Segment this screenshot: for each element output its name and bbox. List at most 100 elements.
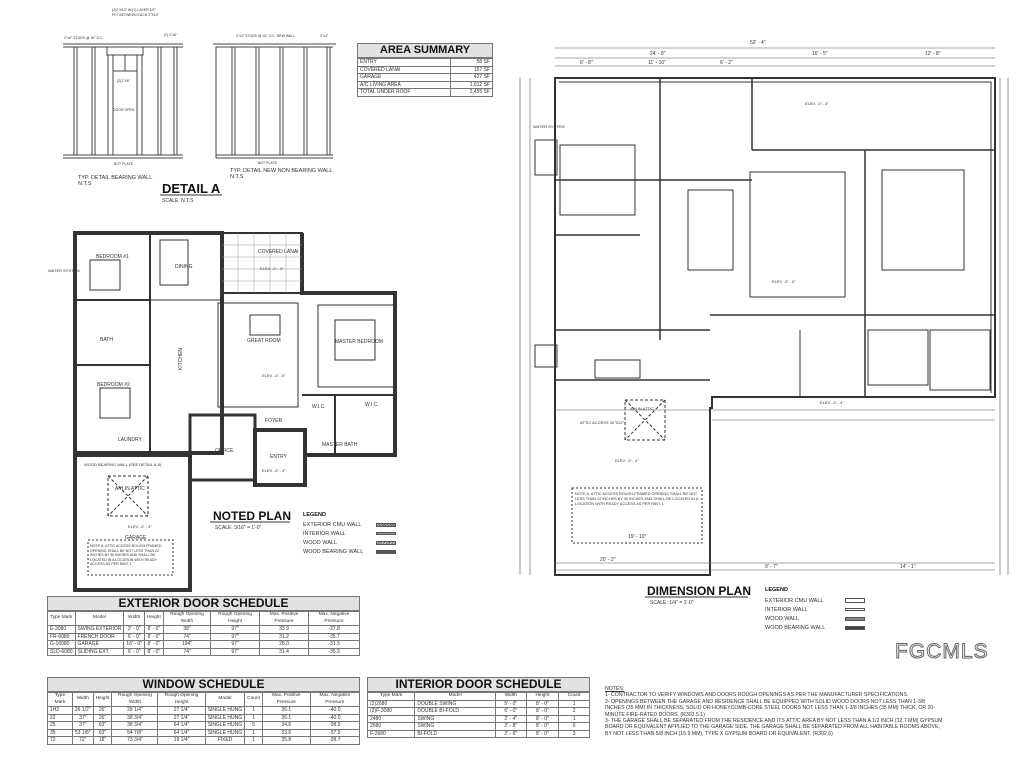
legend-label: INTERIOR WALL [303,530,346,537]
table-cell: 64 1/4" [157,728,206,737]
table-cell: 38 3/4" [111,713,159,722]
column-header: Rough Opening Height [210,611,260,626]
area-label: ENTRY [357,58,451,67]
table-cell: F-2680 [366,729,416,738]
column-header: Max. Positive Pressure [261,692,311,707]
table-cell: -31.5 [308,640,360,649]
table-cell: SWING [414,722,496,731]
lanai-tile-grid [222,233,302,293]
table-cell: 8' - 0" [143,647,164,656]
table-cell: 19 1/4" [157,736,206,745]
table-cell: 2 [558,707,590,716]
elev-label: ELEV. -0' - 0" [262,373,286,378]
area-value: 2,455 SF [449,88,494,97]
room-entry: ENTRY [270,454,288,460]
legend-label: EXTERIOR CMU WALL [303,521,362,528]
notes: NOTES: 1- CONTRACTOR TO VERIFY WINDOWS A… [605,686,945,737]
area-label: COVERED LANAI [357,65,451,74]
legend-title: LEGEND [765,587,788,593]
table-cell: 3' - 0" [123,625,145,634]
note-item: 3- THE GARAGE SHALL BE SEPARATED FROM TH… [605,718,943,737]
noted-plan-legend: LEGEND EXTERIOR CMU WALL INTERIOR WALL W… [303,512,396,556]
table-cell: (2)F-3080 [366,707,416,716]
table-cell: -39.7 [309,736,361,745]
elev-label: ELEV. -0' - 4" [128,524,152,529]
legend-item: EXTERIOR CMU WALL [303,520,396,529]
bot-plate-note: BOT PLATE [114,162,133,166]
legend-swatch [845,608,865,611]
room-ah: A/H IN ATTIC [115,486,145,492]
jack-note: (2)2"X6" [117,79,130,83]
table-cell: 2' - 4" [494,714,527,723]
room-great-room: GREAT ROOM [247,338,281,344]
detail-bearing-wall-drawing [63,43,183,159]
room-office: OFFICE [215,448,234,454]
table-cell: -40.0 [309,713,361,722]
studs-left-note: 2"x6" STUDS @ 16" O.C. [64,36,104,40]
dim-overall: 52' - 4" [750,40,766,46]
table-cell: DOUBLE SWING [414,699,496,708]
table-cell: 1 [558,714,590,723]
column-header: Type Mark [47,692,73,707]
table-cell: 97" [210,625,260,634]
table-cell: 34.6 [261,721,311,730]
table-cell: 74" [162,632,212,641]
room-bedroom1: BEDROOM #1 [96,254,129,260]
table-cell: 31.4 [258,647,310,656]
table-cell: GARAGE [74,640,125,649]
table-cell: (2)2680 [366,699,416,708]
table-cell: 8' - 0" [525,722,560,731]
top-right-note: 2"x4" [320,34,329,38]
legend-swatch [376,540,396,545]
room-bath: BATH [100,337,113,343]
table-cell: 33.9 [258,625,310,634]
watermark-logo: FGCMLS [895,640,989,664]
ah-label: A/H IN ATTIC [630,406,654,411]
table-cell: 6' - 0" [494,707,527,716]
table-cell: 8' - 0" [525,707,560,716]
column-header: Max. Positive Pressure [258,611,310,626]
area-label: TOTAL UNDER ROOF [357,88,451,97]
table-cell: 36.1 [261,713,311,722]
legend-item: INTERIOR WALL [765,605,865,614]
dim-top: 6' - 2" [720,60,733,66]
table-cell: 8' - 0" [525,699,560,708]
dimension-plan-drawing [534,77,996,576]
column-header: Count [558,692,590,701]
table-cell: 1 [244,728,263,737]
table-cell: 26" [92,713,113,722]
door-open-note: DOOR OPEN [113,108,135,112]
room-wic-2: W.I.C. [365,402,379,408]
legend-item: WOOD BEARING WALL [303,547,396,556]
legend-label: INTERIOR WALL [765,606,808,613]
table-cell: BI-FOLD [414,729,496,738]
table-cell: 27 1/4" [157,713,206,722]
column-header: Model [204,692,246,707]
table-cell: 72 [47,736,73,745]
table-cell: -35.7 [308,632,360,641]
room-dining: DINING [175,264,193,270]
area-label: GARAGE [357,73,451,82]
bearing-caption-text: TYP. DETAIL BEARING WALL [78,175,153,181]
table-cell: 8' - 0" [143,632,164,641]
elev-label: ELEV. -0' - 4" [820,400,844,405]
room-garage: GARAGE [125,535,147,541]
column-header: Rough Opening Height [157,692,206,707]
noted-garage-note: NOTE A: ATTIC ACCESS ROUGH-FRAMED OPENIN… [90,544,162,566]
table-cell: 33.6 [261,728,311,737]
room-water-system: WATER SYSTEM [48,268,80,273]
table-cell: SINGLE HUNG [204,706,246,715]
table-cell: 8' - 0" [143,625,164,634]
